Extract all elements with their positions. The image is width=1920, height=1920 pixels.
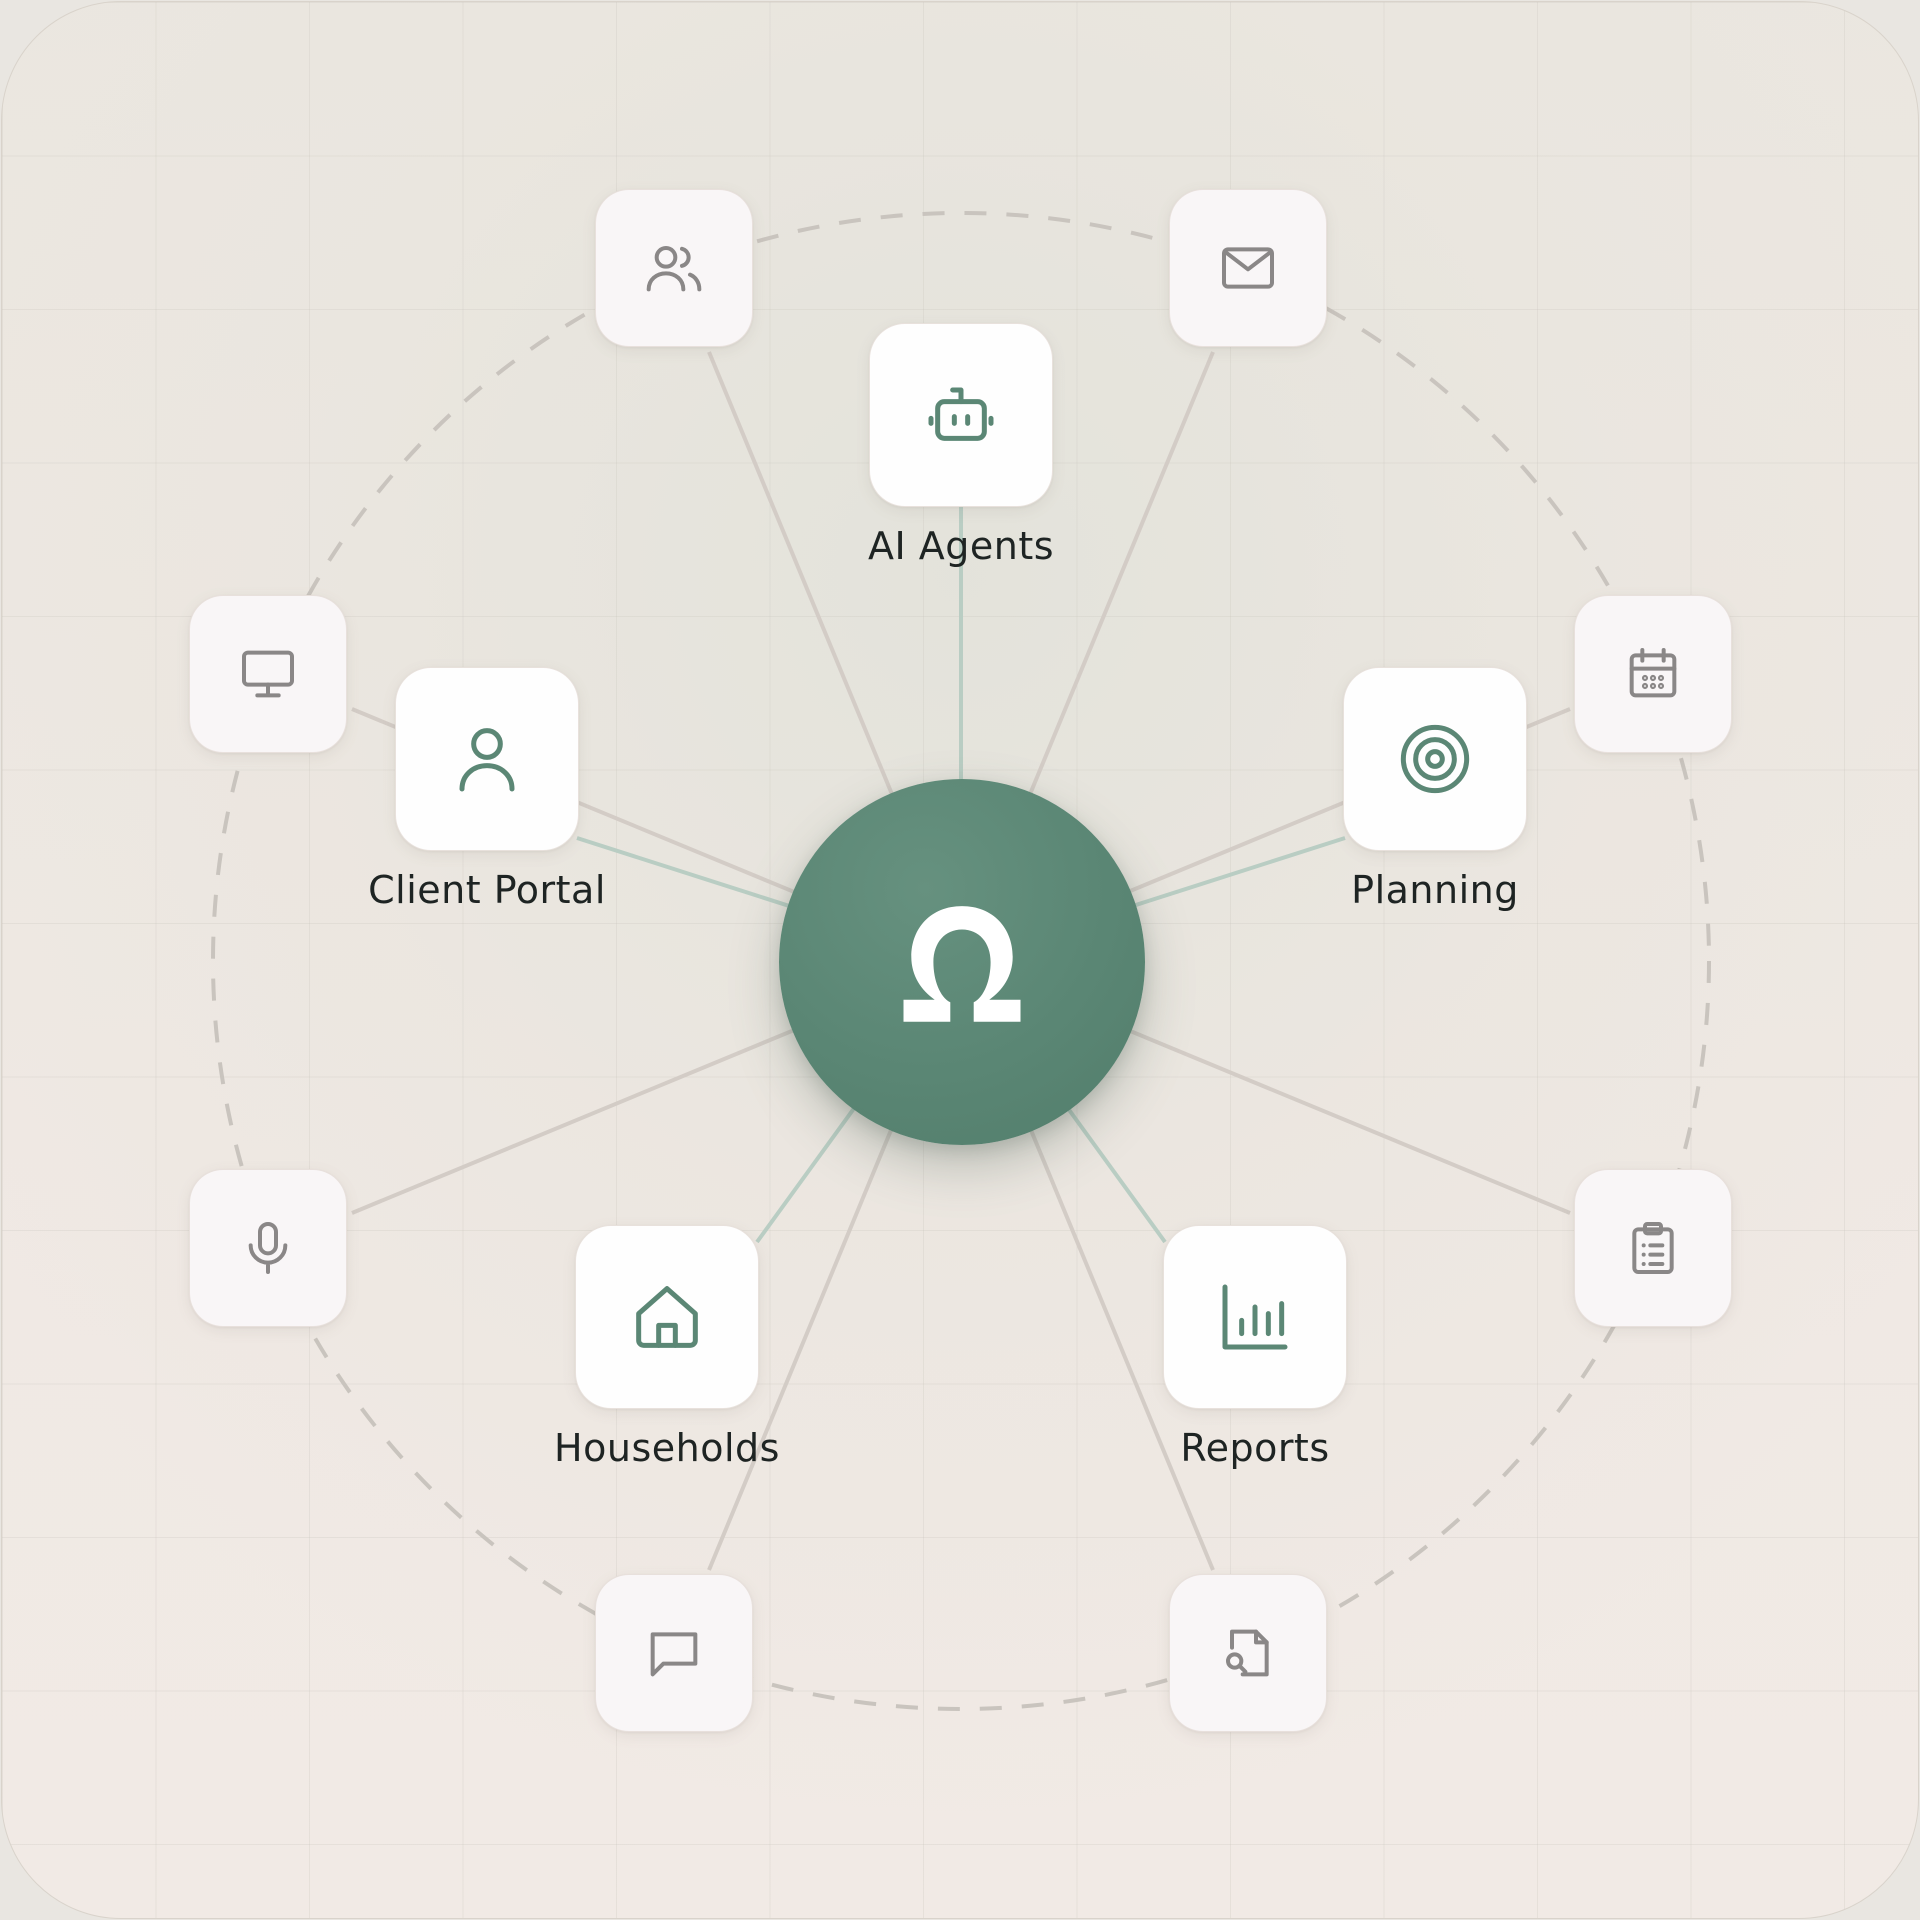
chat-icon <box>650 1632 698 1677</box>
node-households[interactable] <box>575 1225 759 1409</box>
node-microphone[interactable] <box>189 1169 347 1327</box>
file-search-icon <box>1226 1629 1269 1677</box>
robot-icon <box>928 387 994 441</box>
node-ai-agents[interactable] <box>869 323 1053 507</box>
omega-icon <box>903 906 1021 1022</box>
outer-ring <box>211 211 1711 1711</box>
node-chat[interactable] <box>595 1574 753 1732</box>
node-mail[interactable] <box>1169 189 1327 347</box>
node-reports-label: Reports <box>1180 1426 1330 1470</box>
node-planning[interactable] <box>1343 667 1527 851</box>
node-calendar[interactable] <box>1574 595 1732 753</box>
clipboard-icon <box>1632 1222 1674 1274</box>
microphone-icon <box>248 1222 288 1274</box>
node-reports[interactable] <box>1163 1225 1347 1409</box>
node-monitor[interactable] <box>189 595 347 753</box>
users-icon <box>646 245 702 292</box>
calendar-icon <box>1629 648 1677 698</box>
node-clipboard[interactable] <box>1574 1169 1732 1327</box>
bar-chart-icon <box>1222 1284 1288 1350</box>
target-icon <box>1400 724 1470 794</box>
user-icon <box>459 728 515 792</box>
node-client-portal-label: Client Portal <box>368 868 606 912</box>
node-planning-label: Planning <box>1351 868 1519 912</box>
monitor-icon <box>242 650 294 698</box>
node-households-label: Households <box>554 1426 780 1470</box>
node-client-portal[interactable] <box>395 667 579 851</box>
central-hub[interactable] <box>779 779 1145 1145</box>
home-icon <box>636 1286 698 1348</box>
node-ai-agents-label: AI Agents <box>867 524 1055 568</box>
node-file-search[interactable] <box>1169 1574 1327 1732</box>
node-users[interactable] <box>595 189 753 347</box>
mail-icon <box>1222 247 1274 289</box>
